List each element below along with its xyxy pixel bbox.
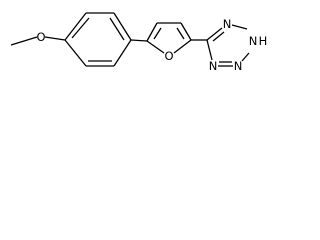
- atom-label-tetrazole-n-lower-left: N: [209, 59, 218, 73]
- atom-label-tetrazole-nh-h: H: [259, 34, 268, 48]
- atom-label-tetrazole-n-lower-right: N: [234, 59, 243, 73]
- bond-furan-3: [180, 22, 192, 41]
- bond-furan-1: [146, 22, 158, 42]
- bond-benzene-6: [64, 39, 87, 67]
- bond-tetrazole-double-1: [212, 31, 225, 42]
- bond-methyl-o: [10, 36, 38, 46]
- atom-label-tetrazole-nh: N: [249, 34, 258, 48]
- tetrazole-ring: [206, 24, 250, 67]
- bond-tetrazole-2: [231, 24, 248, 30]
- benzene-ring: [64, 12, 132, 67]
- bond-tetrazole-1: [206, 27, 223, 41]
- structure-diagram: O O N N H N N: [10, 12, 267, 73]
- bond-benzene-4: [113, 39, 132, 67]
- atom-labels: O O N N H N N: [36, 17, 267, 73]
- bond-benzene-double-2: [109, 17, 125, 41]
- bond-furan-double-2: [176, 27, 185, 40]
- bond-tetrazole-3: [241, 52, 250, 62]
- bond-furan-double-1: [153, 27, 162, 40]
- furan-ring: [146, 22, 192, 54]
- bond-benzene-double-1: [71, 17, 90, 39]
- bond-tetrazole-5: [206, 39, 213, 61]
- atom-label-methoxy-o: O: [36, 30, 45, 44]
- bond-furan-4: [173, 39, 192, 54]
- bond-benzene-3: [113, 12, 132, 41]
- bond-o-aryl: [44, 36, 66, 41]
- methoxy-group: [10, 36, 66, 46]
- atom-label-tetrazole-n-upper: N: [223, 17, 232, 31]
- bond-aryl-furan: [130, 39, 148, 42]
- atom-label-furan-o: O: [164, 49, 173, 63]
- bond-benzene-1: [64, 12, 87, 41]
- bond-furan-5: [146, 40, 165, 54]
